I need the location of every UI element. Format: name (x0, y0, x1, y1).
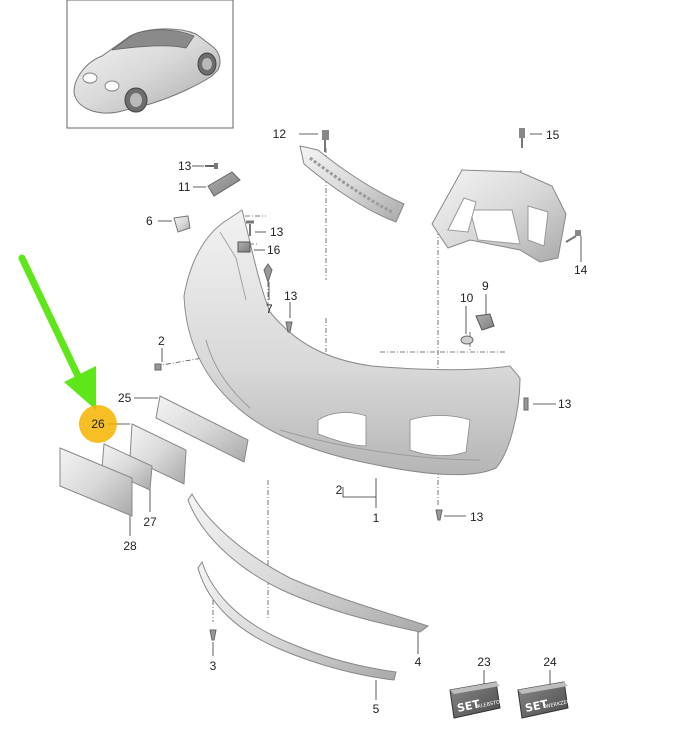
callout-27[interactable]: 27 (143, 515, 157, 529)
callout-24[interactable]: 24 (543, 655, 557, 669)
screw-13-c (285, 321, 293, 333)
clip-7 (263, 263, 273, 284)
highlight-arrow (18, 254, 96, 410)
kit-23-type-label: KLEBSTOFF (477, 698, 506, 710)
vehicle-thumbnail (66, 0, 234, 129)
bumper-carrier (431, 169, 567, 263)
callout-7[interactable]: 7 (266, 302, 273, 316)
kit-23-set-label: SET (456, 697, 482, 715)
plate-26 (129, 423, 187, 485)
kit-23-adhesive-set: SET KLEBSTOFF (449, 681, 506, 719)
plate-28 (59, 447, 133, 517)
ring-10 (460, 335, 474, 345)
callout-12[interactable]: 12 (273, 127, 287, 141)
leader-lines (108, 133, 582, 700)
screw-15 (519, 128, 525, 148)
kit-24-tool-set: SET WERKZEUG (517, 681, 575, 719)
screw-13-e (435, 509, 443, 521)
callout-10[interactable]: 10 (460, 291, 474, 305)
callout-11[interactable]: 11 (178, 180, 191, 194)
lower-trim-5 (197, 560, 397, 681)
screw-13-a (205, 163, 218, 169)
callout-3[interactable]: 3 (210, 659, 217, 673)
callout-6[interactable]: 6 (146, 214, 153, 228)
kit-24-set-label: SET (524, 697, 550, 715)
highlight-badge-26[interactable] (79, 405, 117, 443)
callout-1[interactable]: 1 (373, 511, 380, 525)
callout-25[interactable]: 25 (118, 391, 132, 405)
screw-3 (209, 629, 217, 641)
screw-13-d (523, 397, 529, 411)
callout-9[interactable]: 9 (482, 279, 489, 293)
clip-2-a (154, 363, 162, 371)
callout-2-center[interactable]: 2 (336, 483, 343, 497)
kit-24-type-label: WERKZEUG (545, 698, 575, 710)
callout-13-center[interactable]: 13 (284, 289, 298, 303)
screw-13-b (246, 220, 254, 236)
callout-14[interactable]: 14 (574, 263, 588, 277)
car-icon (73, 28, 221, 114)
lower-spoiler-4 (187, 493, 430, 633)
callout-23[interactable]: 23 (477, 655, 491, 669)
upper-grille-frame (299, 145, 405, 223)
callout-13-right[interactable]: 13 (558, 397, 572, 411)
callout-15[interactable]: 15 (546, 128, 560, 142)
strip-25 (155, 395, 249, 463)
screw-14 (565, 230, 581, 243)
callout-13-mid[interactable]: 13 (270, 225, 284, 239)
front-bumper-cover (183, 209, 521, 476)
screw-12 (322, 130, 329, 152)
callout-13-lower[interactable]: 13 (470, 510, 484, 524)
callout-13-upper[interactable]: 13 (178, 159, 192, 173)
callout-2-left[interactable]: 2 (158, 334, 165, 348)
callout-16[interactable]: 16 (267, 243, 281, 257)
clip-11 (207, 171, 241, 197)
callout-28[interactable]: 28 (123, 539, 137, 553)
callout-labels: 12 15 13 11 6 13 16 7 13 10 9 14 2 13 25… (91, 127, 587, 716)
sensor-9 (475, 313, 495, 331)
callout-26[interactable]: 26 (91, 417, 105, 431)
callout-4[interactable]: 4 (415, 655, 422, 669)
clip-16 (237, 241, 251, 253)
callout-5[interactable]: 5 (373, 702, 380, 716)
bracket-6 (173, 215, 191, 233)
